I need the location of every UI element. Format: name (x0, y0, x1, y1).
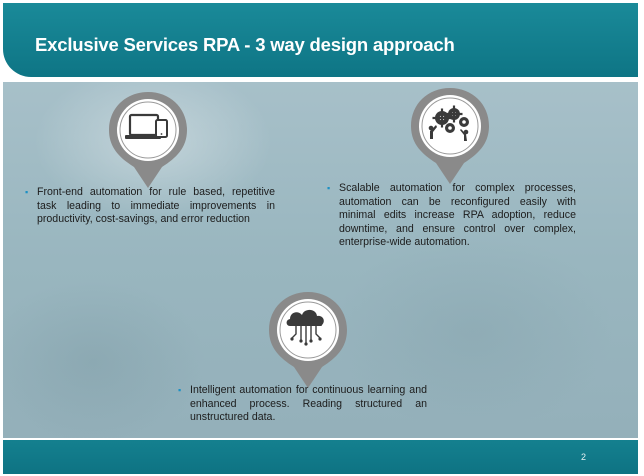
slide-title: Exclusive Services RPA - 3 way design ap… (35, 34, 455, 55)
footer-bar: 2 (3, 440, 638, 474)
bullet-marker: ▪ (178, 385, 182, 395)
bullet-scalable-text: Scalable automation for complex processe… (339, 182, 576, 249)
bullet-intelligent-text: Intelligent automation for continuous le… (190, 384, 427, 424)
page-number: 2 (580, 452, 586, 462)
bullet-frontend: ▪ Front-end automation for rule based, r… (25, 186, 275, 227)
bullet-marker: ▪ (25, 187, 29, 197)
devices-icon (109, 92, 187, 188)
background-photo (3, 82, 638, 438)
bullet-scalable: ▪ Scalable automation for complex proces… (327, 182, 576, 250)
bullet-intelligent: ▪ Intelligent automation for continuous … (178, 384, 427, 425)
bullet-frontend-text: Front-end automation for rule based, rep… (37, 186, 275, 226)
bullet-marker: ▪ (327, 183, 331, 193)
cloud-network-icon (269, 292, 347, 388)
header-banner: Exclusive Services RPA - 3 way design ap… (3, 3, 638, 77)
gears-people-icon (411, 88, 489, 184)
